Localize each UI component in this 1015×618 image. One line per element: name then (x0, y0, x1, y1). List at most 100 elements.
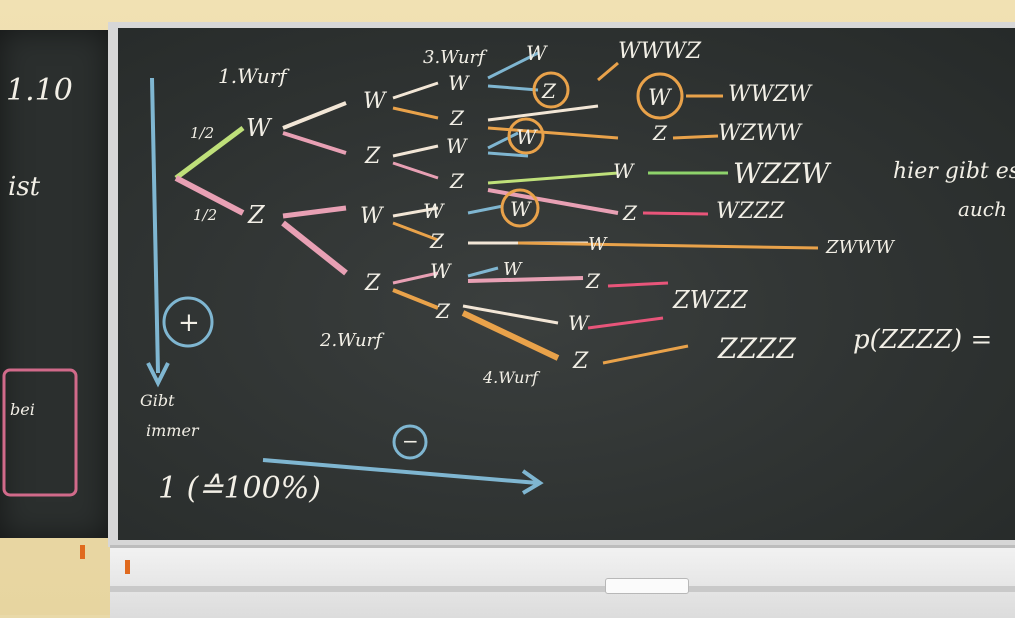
horizontal-axis-arrowhead (521, 469, 544, 495)
left-date-text: 1.10 (6, 73, 73, 108)
branch-l2-a (282, 101, 347, 130)
branch-l4-2 (487, 84, 539, 92)
circle-z-top (532, 71, 570, 109)
branch-l4-13 (462, 304, 559, 325)
tray-rail (110, 586, 1015, 592)
branch-l4-11 (467, 266, 499, 278)
outcome-zwzz: ZWZZ (672, 286, 749, 314)
arrow-zzwz (587, 316, 664, 330)
note-green-2: auch (958, 197, 1007, 221)
minus-circle (392, 424, 428, 460)
chalk-tray (110, 545, 1015, 618)
node-l4-z4: Z (585, 269, 601, 293)
left-ist-text: ist (8, 172, 41, 202)
node-l3-w2: W (446, 134, 468, 158)
branch-l4-14 (461, 310, 560, 361)
tree-diagram: + Gibt immer − 1 (≙100%) 1.Wurf 3.Wurf 2… (140, 39, 1015, 506)
node-l1-z: Z (247, 201, 266, 229)
arrow-zzzz (602, 344, 689, 365)
branch-l3-b (392, 106, 439, 120)
arrow-zwzz (607, 281, 669, 288)
node-l4-z3: Z (622, 201, 638, 225)
branch-l1-down (174, 175, 245, 216)
node-l3-w1: W (448, 71, 470, 95)
main-chalkboard: + Gibt immer − 1 (≙100%) 1.Wurf 3.Wurf 2… (118, 28, 1015, 540)
node-l3-z2: Z (449, 169, 465, 193)
prob-upper: 1/2 (190, 124, 214, 142)
branch-l3-c (392, 144, 439, 158)
plus-sign: + (178, 308, 200, 338)
board-clip-right (125, 560, 130, 574)
arrow-wzzz (642, 211, 709, 216)
node-l4-w6: W (588, 234, 608, 255)
branch-l4-12 (467, 276, 584, 283)
left-chalkboard: 1.10 ist bei (0, 30, 114, 538)
node-l2-z2: Z (364, 271, 381, 296)
branch-l4-5 (487, 131, 519, 150)
outcome-zzzz: ZZZZ (717, 332, 796, 365)
node-l4-z1: Z (541, 79, 557, 103)
prob-lower: 1/2 (193, 206, 217, 224)
outcome-wzzz: WZZZ (716, 199, 785, 224)
branch-l2-b (282, 131, 347, 155)
branch-l3-e (392, 206, 439, 218)
node-l4-w7: W (503, 259, 523, 280)
node-l4-z2: Z (652, 121, 668, 145)
node-l3-z4: Z (435, 299, 451, 323)
node-l3-z1: Z (449, 106, 465, 130)
branch-l1-up (174, 125, 245, 181)
side-label-1: Gibt (140, 391, 175, 410)
node-l4-w2: W (648, 86, 673, 111)
node-l4-w3: W (516, 125, 538, 149)
node-l4-w5: W (510, 197, 532, 221)
node-l3-w3: W (423, 199, 445, 223)
left-pink-box (2, 368, 78, 497)
node-l4-w8: W (568, 311, 590, 335)
node-l4-w1: W (526, 41, 548, 65)
branch-l4-3 (487, 104, 599, 122)
branch-l4-9 (467, 204, 504, 215)
horizontal-axis-line (262, 458, 539, 485)
header-3-wurf: 3.Wurf (423, 47, 488, 68)
branch-long-zwww (517, 241, 819, 250)
bottom-value-text: 1 (≙100%) (158, 471, 321, 506)
left-bei-text: bei (10, 400, 35, 419)
vertical-axis-line (150, 77, 160, 374)
outcome-wwwz: WWWZ (618, 39, 702, 64)
circle-w-top (636, 72, 684, 120)
vertical-axis-arrowhead (146, 362, 170, 388)
node-l2-w2: W (360, 204, 385, 229)
outcome-zwww: ZWWW (825, 237, 896, 258)
branch-l3-d (392, 161, 439, 180)
branch-l4-6 (487, 151, 529, 158)
board-clip-left (80, 545, 85, 559)
outcome-wzzw: WZZW (733, 157, 832, 190)
node-l2-w1: W (363, 89, 388, 114)
branch-l2-c (282, 205, 347, 219)
branch-l4-4 (487, 126, 619, 140)
arrow-wzww (672, 134, 719, 140)
branch-l3-f (392, 221, 439, 242)
node-l3-z3: Z (429, 229, 445, 253)
branch-l3-a (392, 81, 439, 100)
circle-w-low (500, 188, 540, 228)
header-1-wurf: 1.Wurf (218, 64, 290, 88)
branch-l3-g (392, 271, 439, 285)
branch-l2-d (281, 220, 348, 276)
branch-l3-h (392, 288, 439, 310)
arrow-wwwz (597, 61, 619, 82)
node-l1-w: W (246, 114, 273, 142)
header-4-wurf: 4.Wurf (482, 368, 541, 387)
circle-w-mid (507, 117, 545, 155)
branch-l4-7 (487, 171, 619, 185)
branch-l4-1 (487, 51, 539, 80)
left-board-drawing: 1.10 ist bei (2, 73, 78, 497)
node-l2-z1: Z (364, 144, 381, 169)
header-2-wurf: 2.Wurf (319, 330, 385, 351)
node-l3-w4: W (430, 259, 452, 283)
minus-sign: − (402, 429, 419, 453)
note-green: hier gibt es (893, 159, 1015, 184)
tray-handle[interactable] (605, 578, 689, 594)
node-l4-z5: Z (572, 349, 589, 374)
formula-text: p(ZZZZ) = (853, 325, 992, 355)
